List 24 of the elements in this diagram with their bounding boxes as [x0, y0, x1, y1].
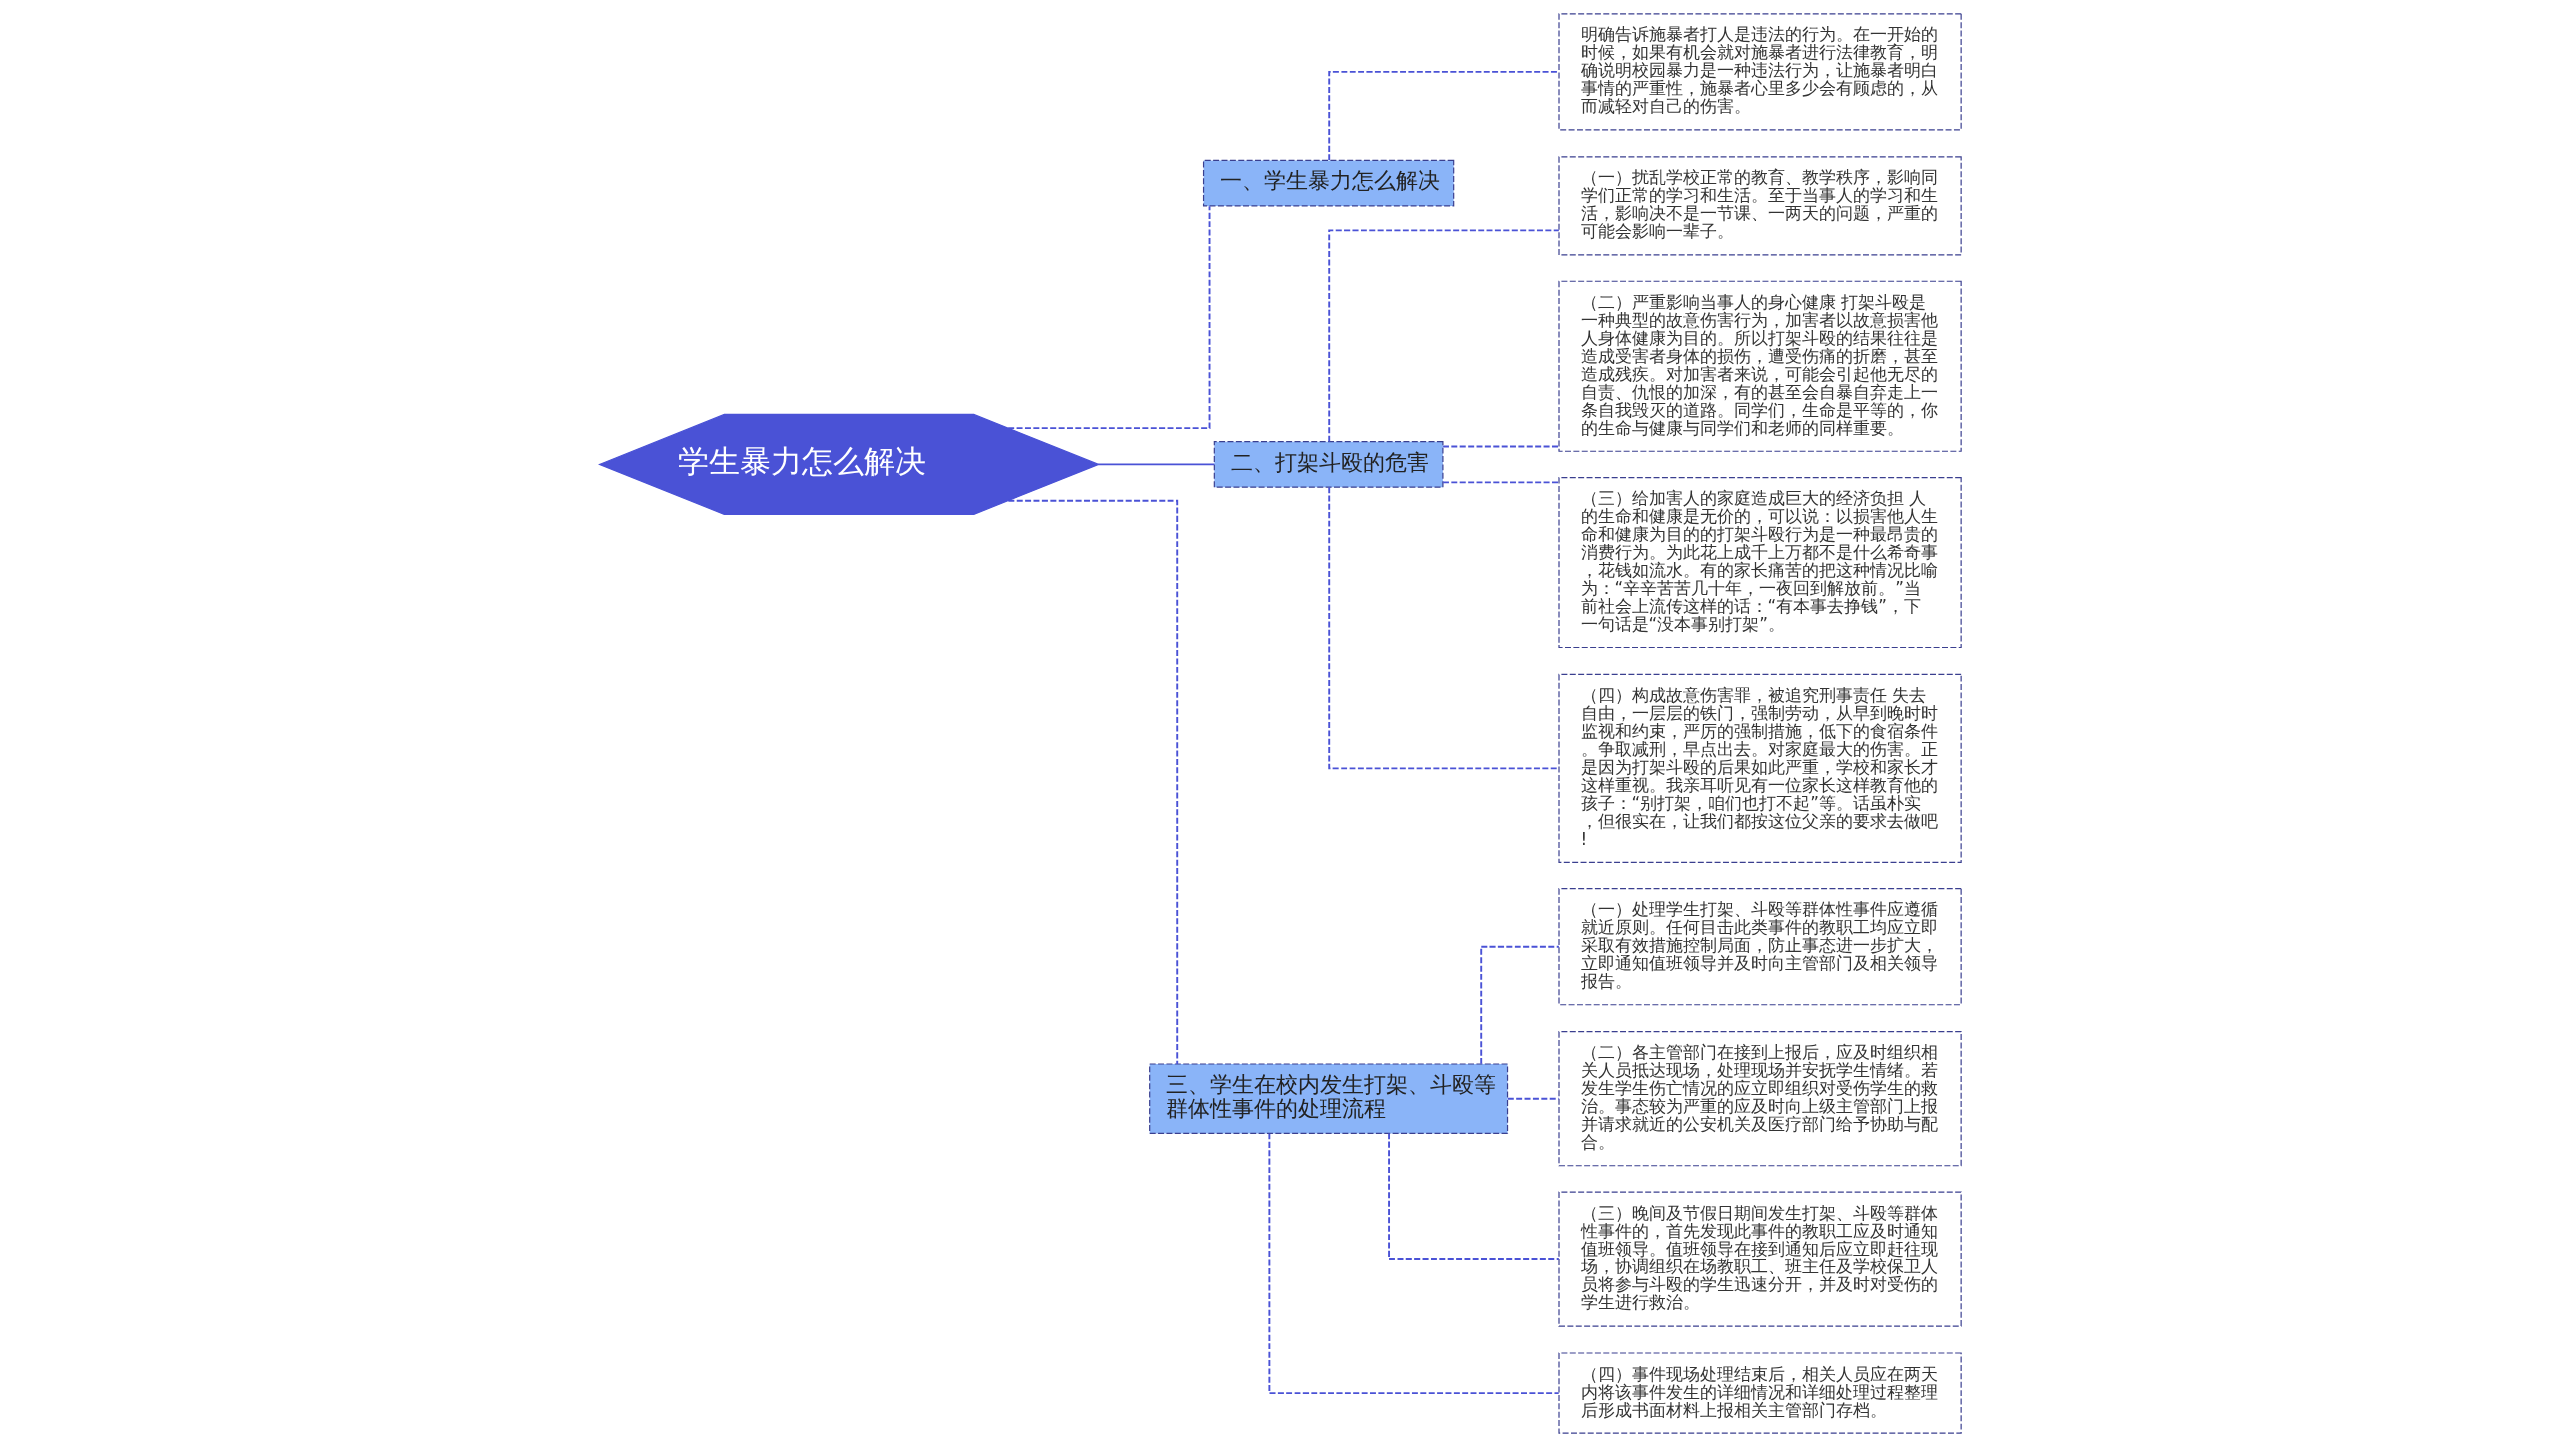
connector — [1441, 480, 1560, 483]
node-box: （三）晚间及节假日期间发生打架、斗殴等群体性事件的，首先发现此事件的教职工应及时通知值班领导。值班领导在接到通知后应立即赶往现场，协调组织在场教职工、班主任及学校保卫人员将参与斗殴的学生迅速分开，并及时对受伤的学生进行救治。 — [1557, 1190, 1962, 1327]
connector — [1267, 1132, 1560, 1394]
connector — [1441, 445, 1560, 447]
connector — [1096, 462, 1215, 465]
connector — [1479, 945, 1560, 1065]
node-box: 一、学生暴力怎么解决 — [1202, 159, 1454, 206]
node-box: 三、学生在校内发生打架、斗殴等群体性事件的处理流程 — [1148, 1062, 1508, 1134]
connector — [1006, 499, 1178, 1065]
node-box: （四）构成故意伤害罪，被追究刑事责任 失去自由，一层层的铁门，强制劳动，从早到晚时时监视和约束，严厉的强制措施，低下的食宿条件。争取减刑，早点出去。对家庭最大的伤害。正是因为打架斗殴的后果如此严重，学校和家长才这样重视。我亲耳听见有一位家长这样教育他的孩子：“别打架，咱们也打不起”等。话虽朴实，但很实在，让我们都按这位父亲的要求去做吧! — [1557, 673, 1962, 863]
connector — [1327, 228, 1560, 442]
node-box: （一）处理学生打架、斗殴等群体性事件应遵循就近原则。任何目击此类事件的教职工均应立即采取有效措施控制局面，防止事态进一步扩大，立即通知值班领导并及时向主管部门及相关领导报告。 — [1557, 887, 1962, 1005]
node-box: 二、打架斗殴的危害 — [1213, 440, 1443, 488]
node-box: （三）给加害人的家庭造成巨大的经济负担 人的生命和健康是无价的，可以说：以损害他人生命和健康为目的的打架斗殴行为是一种最昂贵的消费行为。为此花上成千上万都不是什么希奇事，花钱如流水。有的家长痛苦的把这种情况比喻为：“辛辛苦苦几十年，一夜回到解放前。”当前社会上流传这样的话：“有本事去挣钱”，下一句话是“没本事别打架”。 — [1557, 476, 1962, 648]
connector — [1006, 204, 1210, 429]
node-box: （一）扰乱学校正常的教育、教学秩序，影响同学们正常的学习和生活。至于当事人的学习和生活，影响决不是一节课、一两天的问题，严重的可能会影响一辈子。 — [1557, 155, 1962, 256]
connector — [1506, 1097, 1560, 1100]
connector — [1327, 485, 1560, 769]
node-box: （四）事件现场处理结束后，相关人员应在两天内将该事件发生的详细情况和详细处理过程整理后形成书面材料上报相关主管部门存档。 — [1557, 1351, 1962, 1434]
connector — [1327, 70, 1560, 161]
node-box: （二）严重影响当事人的身心健康 打架斗殴是一种典型的故意伤害行为，加害者以故意损害他人身体健康为目的。所以打架斗殴的结果往往是造成受害者身体的损伤，遭受伤痛的折磨，甚至造成残疾。对加害者来说，可能会引起他无尽的自责、仇恨的加深，有的甚至会自暴自弃走上一条自我毁灭的道路。同学们，生命是平等的，你的生命与健康与同学们和老师的同样重要。 — [1557, 280, 1962, 452]
connector — [1387, 1132, 1560, 1260]
node-box: （二）各主管部门在接到上报后，应及时组织相关人员抵达现场，处理现场并安抚学生情绪。若发生学生伤亡情况的应立即组织对受伤学生的救治。事态较为严重的应及时向上级主管部门上报并请求就近的公安机关及医疗部门给予协助与配合。 — [1557, 1030, 1962, 1166]
node-box: 明确告诉施暴者打人是违法的行为。在一开始的时候，如果有机会就对施暴者进行法律教育，明确说明校园暴力是一种违法行为，让施暴者明白事情的严重性，施暴者心里多少会有顾虑的，从而减轻对自己的伤害。 — [1557, 12, 1962, 130]
